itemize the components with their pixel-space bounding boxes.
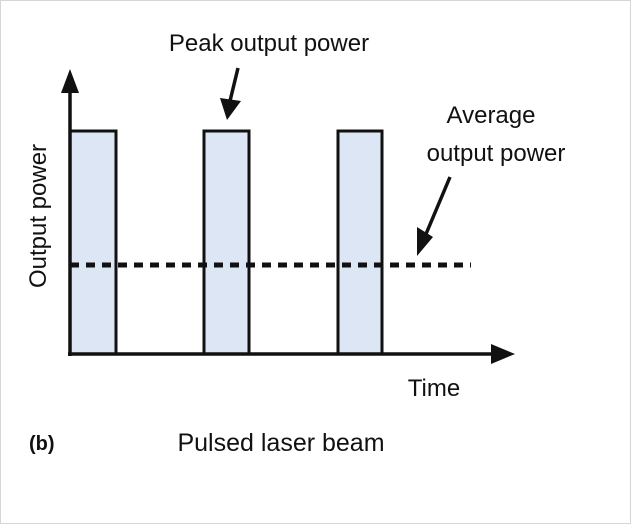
panel-label: (b) [29,433,55,455]
pulse-3 [336,129,384,356]
average-arrow-head [417,227,433,256]
y-axis-label: Output power [25,144,52,288]
peak-arrow-head [220,98,241,120]
peak-annotation: Peak output power [169,30,369,57]
figure-caption: Pulsed laser beam [177,429,384,457]
average-annotation-line-2: output power [427,140,566,167]
pulse-1 [68,129,118,356]
average-arrow-shaft [424,176,452,235]
pulse-2 [202,129,251,356]
y-axis-arrowhead [61,69,79,93]
peak-arrow-shaft [228,67,240,102]
x-axis-arrowhead [491,344,515,364]
average-annotation-line-1: Average [447,102,536,129]
x-axis-label: Time [408,375,460,402]
